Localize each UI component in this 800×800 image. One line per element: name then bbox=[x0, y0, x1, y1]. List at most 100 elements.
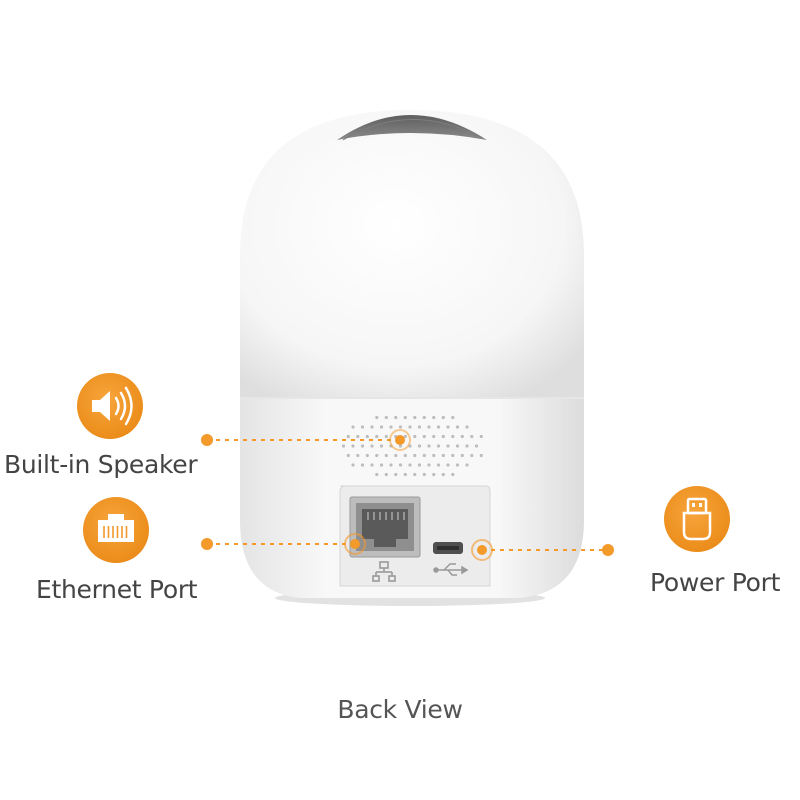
grille-hole bbox=[370, 425, 374, 429]
ethernet-target-dot bbox=[350, 539, 360, 549]
grille-hole bbox=[379, 425, 384, 429]
camera-body bbox=[240, 110, 584, 606]
grille-hole bbox=[446, 444, 450, 448]
ethernet-callout-dot bbox=[201, 538, 213, 550]
grille-hole bbox=[398, 463, 403, 467]
ethernet-icon bbox=[83, 497, 149, 563]
grille-hole bbox=[356, 453, 360, 458]
grille-hole bbox=[370, 444, 374, 448]
grille-hole bbox=[436, 444, 441, 448]
grille-hole bbox=[432, 415, 436, 420]
grille-hole bbox=[417, 463, 422, 467]
grille-hole bbox=[446, 425, 450, 429]
grille-hole bbox=[351, 463, 355, 467]
grille-hole bbox=[375, 472, 379, 477]
grille-hole bbox=[451, 472, 455, 477]
grille-hole bbox=[389, 425, 393, 429]
grille-hole bbox=[408, 425, 412, 429]
grille-hole bbox=[427, 463, 431, 467]
grille-hole bbox=[446, 463, 450, 467]
grille-hole bbox=[451, 415, 455, 420]
grille-hole bbox=[360, 444, 365, 448]
grille-hole bbox=[436, 425, 441, 429]
grille-hole bbox=[479, 453, 483, 458]
grille-hole bbox=[432, 434, 436, 439]
grille-hole bbox=[413, 472, 417, 477]
grille-hole bbox=[474, 444, 479, 448]
ethernet-label: Ethernet Port bbox=[36, 575, 198, 604]
grille-hole bbox=[370, 463, 374, 467]
grille-hole bbox=[384, 472, 388, 477]
grille-hole bbox=[422, 434, 426, 439]
grille-hole bbox=[379, 463, 384, 467]
grille-hole bbox=[365, 434, 369, 439]
grille-hole bbox=[356, 434, 360, 439]
speaker-callout-dot bbox=[201, 434, 213, 446]
grille-hole bbox=[455, 444, 460, 448]
grille-hole bbox=[465, 425, 469, 429]
usb-plug-icon bbox=[664, 486, 730, 552]
grille-hole bbox=[398, 444, 403, 448]
grille-hole bbox=[403, 453, 407, 458]
grille-hole bbox=[432, 472, 436, 477]
speaker-label: Built-in Speaker bbox=[4, 450, 198, 479]
grille-hole bbox=[436, 463, 441, 467]
grille-hole bbox=[451, 434, 455, 439]
grille-hole bbox=[375, 434, 379, 439]
grille-hole bbox=[470, 434, 474, 439]
grille-hole bbox=[394, 415, 398, 420]
grille-hole bbox=[384, 453, 388, 458]
micro-usb-port bbox=[433, 542, 463, 554]
speaker-target-ring bbox=[389, 429, 411, 451]
grille-hole bbox=[460, 434, 464, 439]
grille-hole bbox=[375, 453, 379, 458]
speaker-target-dot bbox=[395, 435, 405, 445]
grille-hole bbox=[422, 453, 426, 458]
diagram-caption: Back View bbox=[337, 695, 463, 724]
power-target-dot bbox=[477, 545, 487, 555]
grille-hole bbox=[351, 444, 355, 448]
grille-hole bbox=[427, 425, 431, 429]
grille-hole bbox=[417, 425, 422, 429]
grille-hole bbox=[351, 425, 355, 429]
grille-hole bbox=[455, 463, 460, 467]
grille-hole bbox=[365, 453, 369, 458]
grille-hole bbox=[346, 434, 350, 439]
grille-hole bbox=[470, 453, 474, 458]
grille-hole bbox=[394, 453, 398, 458]
grille-hole bbox=[422, 415, 426, 420]
grille-hole bbox=[394, 472, 398, 477]
usb-glyph-icon bbox=[433, 563, 469, 576]
grille-hole bbox=[441, 453, 445, 458]
ethernet-target-ring bbox=[344, 533, 366, 555]
grille-hole bbox=[413, 415, 417, 420]
grille-hole bbox=[441, 434, 445, 439]
grille-hole bbox=[432, 453, 436, 458]
speaker-grille bbox=[341, 415, 483, 477]
grille-hole bbox=[360, 425, 365, 429]
network-glyph-icon bbox=[372, 561, 396, 582]
grille-hole bbox=[398, 425, 403, 429]
grille-hole bbox=[379, 444, 384, 448]
camera-shell bbox=[240, 110, 584, 398]
grille-hole bbox=[360, 463, 365, 467]
grille-hole bbox=[341, 444, 346, 448]
grille-hole bbox=[375, 415, 379, 420]
grille-hole bbox=[465, 463, 469, 467]
grille-hole bbox=[408, 463, 412, 467]
grille-hole bbox=[346, 453, 350, 458]
lens-rim bbox=[342, 119, 483, 141]
grille-hole bbox=[413, 453, 417, 458]
grille-hole bbox=[422, 472, 426, 477]
grille-hole bbox=[441, 472, 445, 477]
grille-hole bbox=[384, 434, 388, 439]
ethernet-jack bbox=[349, 496, 421, 558]
grille-hole bbox=[455, 425, 460, 429]
grille-hole bbox=[403, 434, 407, 439]
speaker-icon bbox=[77, 373, 143, 439]
grille-hole bbox=[427, 444, 431, 448]
lens-dome bbox=[337, 115, 487, 140]
grille-hole bbox=[451, 453, 455, 458]
power-target-ring bbox=[471, 539, 493, 561]
